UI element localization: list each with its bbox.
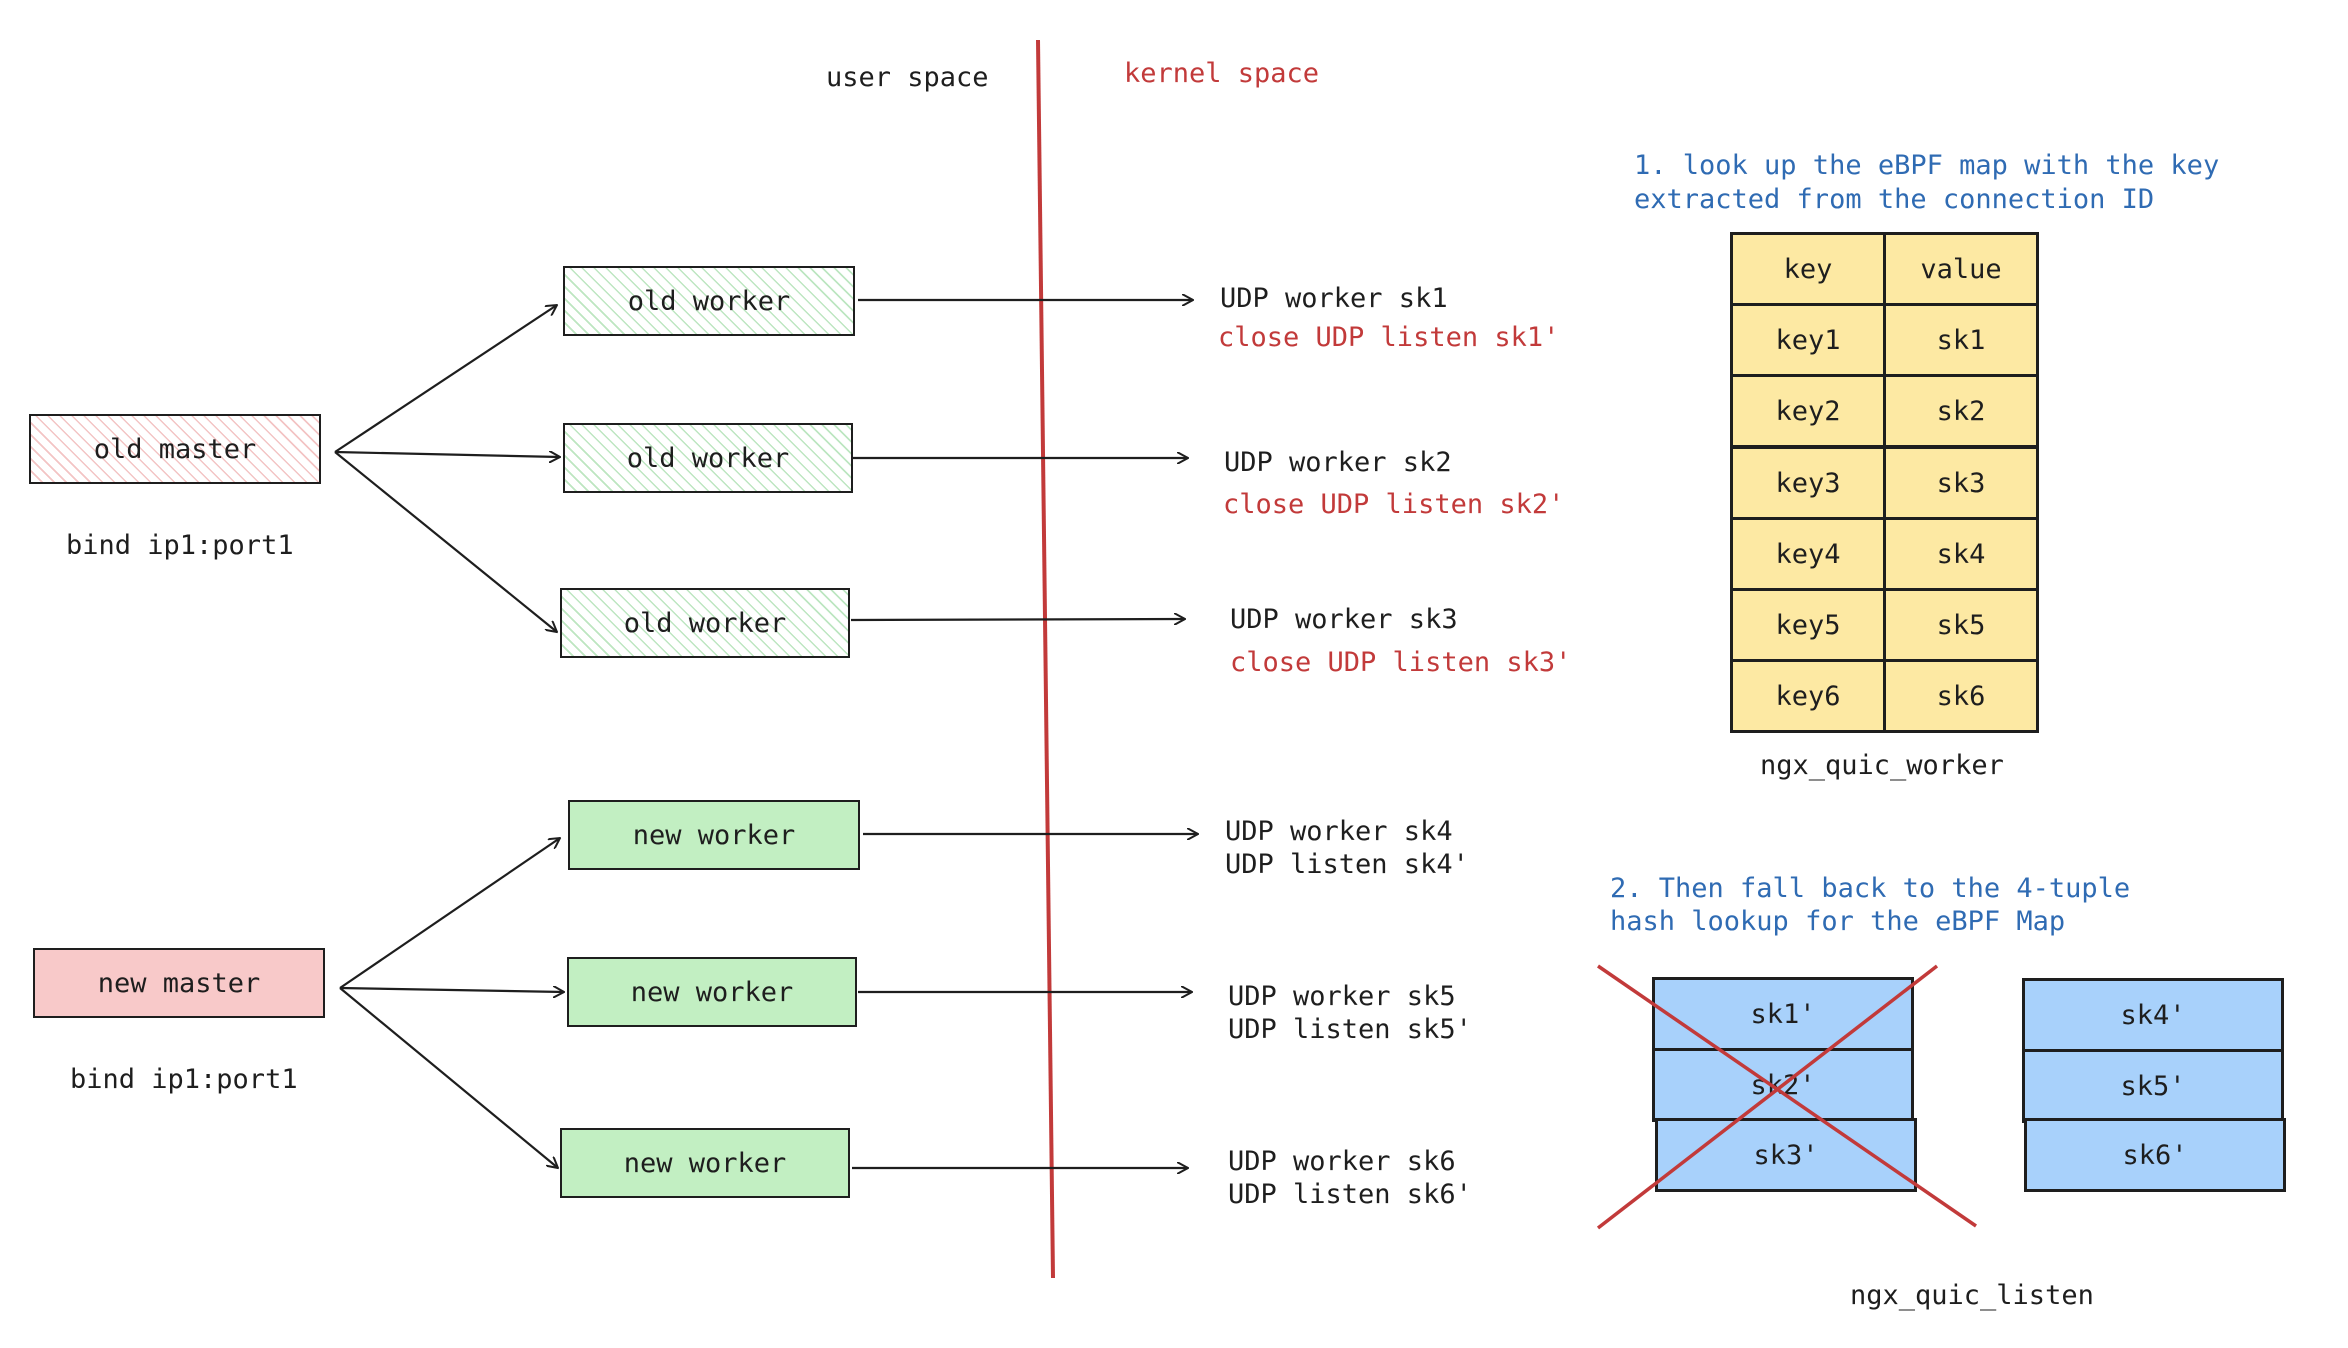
table-cell-value: sk3 <box>1883 446 2039 520</box>
new-master-bind-label: bind ip1:port1 <box>70 1064 298 1095</box>
ebpf-map-note-line-2: extracted from the connection ID <box>1634 184 2155 215</box>
new-worker-box-6: new worker <box>560 1128 850 1198</box>
new-worker-box-5: new worker <box>567 957 857 1027</box>
table-header-value: value <box>1883 232 2039 306</box>
table-cell-key: key6 <box>1730 659 1886 733</box>
old-master-bind-label: bind ip1:port1 <box>66 530 294 561</box>
table-cell-value: sk4 <box>1883 517 2039 591</box>
socket-label-2: UDP worker sk2 <box>1224 447 1452 478</box>
active-socket-cell: sk5' <box>2022 1049 2284 1123</box>
table-cell-key: key4 <box>1730 517 1886 591</box>
listen-label-4: UDP listen sk4' <box>1225 849 1469 880</box>
old-worker-box-3: old worker <box>560 588 850 658</box>
table-cell-key: key2 <box>1730 374 1886 448</box>
socket-label-1: UDP worker sk1 <box>1220 283 1448 314</box>
listen-label-5: UDP listen sk5' <box>1228 1014 1472 1045</box>
active-socket-cell: sk4' <box>2022 978 2284 1052</box>
table-cell-value: sk6 <box>1883 659 2039 733</box>
closed-socket-cell: sk3' <box>1655 1118 1917 1192</box>
space-divider-line <box>1036 39 1055 1279</box>
table-cell-key: key1 <box>1730 303 1886 377</box>
arrow-new-master-worker-5 <box>339 988 564 992</box>
table-cell-key: key3 <box>1730 446 1886 520</box>
closed-socket-cell: sk2' <box>1652 1048 1914 1122</box>
listen-map-note-line-1: 2. Then fall back to the 4-tuple <box>1610 873 2131 904</box>
arrow-new-master-worker-4 <box>339 838 560 989</box>
arrow-old-master-worker-2 <box>334 452 560 457</box>
table-header-key: key <box>1730 232 1886 306</box>
table-cell-key: key5 <box>1730 588 1886 662</box>
old-worker-box-2: old worker <box>563 423 853 493</box>
old-worker-box-1: old worker <box>563 266 855 336</box>
ebpf-map-note-line-1: 1. look up the eBPF map with the key <box>1634 150 2220 181</box>
new-worker-box-4: new worker <box>568 800 860 870</box>
table-cell-value: sk1 <box>1883 303 2039 377</box>
listen-label-2: close UDP listen sk2' <box>1223 489 1565 520</box>
arrow-worker-3-socket <box>850 619 1185 620</box>
table-cell-value: sk5 <box>1883 588 2039 662</box>
socket-label-3: UDP worker sk3 <box>1230 604 1458 635</box>
listen-map-name: ngx_quic_listen <box>1850 1280 2094 1311</box>
listen-map-note-line-2: hash lookup for the eBPF Map <box>1610 906 2066 937</box>
socket-label-5: UDP worker sk5 <box>1228 981 1456 1012</box>
ebpf-map-name: ngx_quic_worker <box>1760 750 2004 781</box>
old-master-box: old master <box>29 414 321 484</box>
listen-label-1: close UDP listen sk1' <box>1218 322 1560 353</box>
arrow-old-master-worker-3 <box>334 451 557 632</box>
socket-label-6: UDP worker sk6 <box>1228 1146 1456 1177</box>
arrow-new-master-worker-6 <box>339 987 558 1168</box>
listen-label-6: UDP listen sk6' <box>1228 1179 1472 1210</box>
active-socket-cell: sk6' <box>2024 1118 2286 1192</box>
kernel-space-label: kernel space <box>1124 58 1320 89</box>
listen-label-3: close UDP listen sk3' <box>1230 647 1572 678</box>
new-master-box: new master <box>33 948 325 1018</box>
table-cell-value: sk2 <box>1883 374 2039 448</box>
arrow-old-master-worker-1 <box>334 305 557 453</box>
socket-label-4: UDP worker sk4 <box>1225 816 1453 847</box>
user-space-label: user space <box>826 62 989 93</box>
closed-socket-cell: sk1' <box>1652 977 1914 1051</box>
